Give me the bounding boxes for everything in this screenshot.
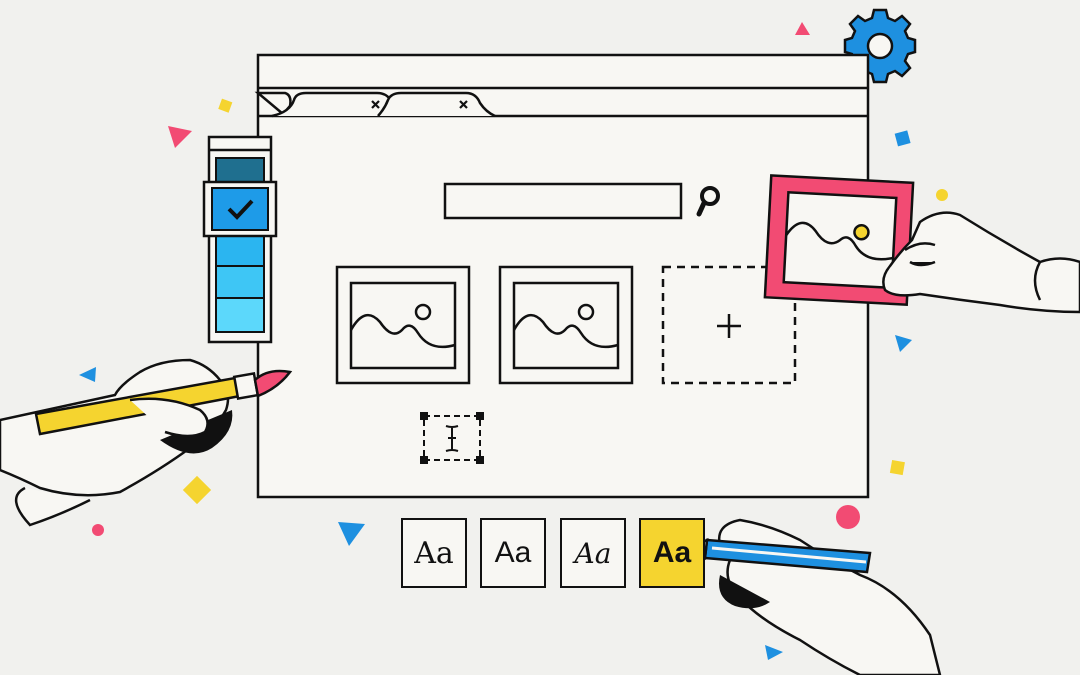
hand-holding-frame: [882, 211, 1080, 314]
font-sample-card[interactable]: Aa: [480, 518, 546, 588]
font-sample-label: Aa: [574, 536, 612, 570]
color-swatch[interactable]: [215, 265, 265, 299]
font-sample-label: Aa: [494, 536, 532, 569]
hand-with-paintbrush: [0, 358, 293, 527]
plus-icon: [717, 314, 741, 338]
image-placeholder-icon: [512, 313, 619, 349]
image-card[interactable]: [335, 265, 471, 385]
text-cursor-icon: [445, 425, 459, 452]
close-icon[interactable]: [371, 100, 380, 109]
color-swatch-selected[interactable]: [211, 187, 269, 231]
color-swatch[interactable]: [215, 157, 265, 183]
font-sample-card[interactable]: Aa: [560, 518, 626, 588]
search-input[interactable]: [443, 182, 683, 220]
image-card[interactable]: [498, 265, 634, 385]
search-icon[interactable]: [696, 186, 720, 217]
tab-bar: [254, 91, 496, 118]
image-placeholder-icon: [785, 221, 894, 261]
close-icon[interactable]: [459, 100, 468, 109]
image-placeholder-icon: [349, 313, 456, 349]
color-swatch[interactable]: [215, 235, 265, 267]
add-image-slot[interactable]: [661, 265, 797, 385]
dragged-image-frame[interactable]: [763, 174, 915, 306]
font-sample-card[interactable]: Aa: [401, 518, 467, 588]
check-icon: [227, 199, 254, 220]
paintbrush-tip: [253, 369, 293, 398]
color-picker: [202, 135, 278, 344]
tab-3[interactable]: [377, 91, 496, 118]
text-selection-box[interactable]: [420, 412, 484, 464]
font-sample-label: Aa: [652, 536, 692, 569]
color-swatch[interactable]: [215, 297, 265, 333]
font-sample-card-selected[interactable]: Aa: [639, 518, 705, 588]
hand-with-pen: [687, 518, 942, 675]
font-sample-label: Aa: [414, 535, 454, 571]
